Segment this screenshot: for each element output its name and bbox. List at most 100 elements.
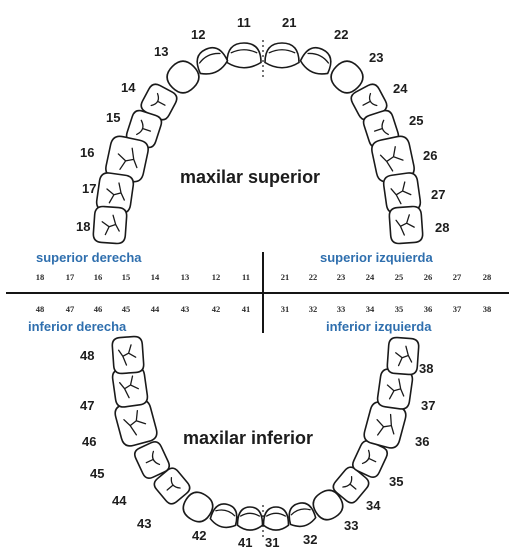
row-number-43: 43 (181, 304, 190, 314)
tooth-label-21: 21 (282, 15, 296, 30)
tooth-fissure-47 (119, 375, 139, 399)
tooth-fissure-46 (123, 410, 147, 436)
tooth-45 (134, 441, 170, 479)
tooth-fissure-25 (373, 119, 389, 136)
tooth-12 (196, 46, 229, 75)
tooth-24 (350, 83, 388, 121)
row-number-27: 27 (453, 272, 462, 282)
tooth-47 (111, 366, 149, 408)
tooth-fissure-48 (117, 344, 137, 366)
mandible-label: maxilar inferior (183, 428, 313, 448)
tooth-outline-11 (226, 42, 262, 69)
tooth-label-22: 22 (334, 27, 348, 42)
tooth-43 (182, 491, 214, 523)
tooth-label-46: 46 (82, 434, 96, 449)
row-number-35: 35 (395, 304, 404, 314)
tooth-edge-12 (198, 52, 221, 64)
tooth-label-35: 35 (389, 474, 403, 489)
row-number-24: 24 (366, 272, 375, 282)
tooth-41 (236, 506, 264, 531)
row-number-33: 33 (337, 304, 346, 314)
tooth-outline-43 (182, 491, 214, 523)
tooth-42 (209, 503, 238, 529)
row-number-17: 17 (66, 272, 75, 282)
tooth-label-48: 48 (80, 348, 94, 363)
tooth-fissure-15 (136, 119, 152, 136)
tooth-outline-18 (92, 205, 128, 245)
tooth-label-14: 14 (121, 80, 136, 95)
tooth-label-34: 34 (366, 498, 381, 513)
maxilla-label: maxilar superior (180, 167, 320, 187)
tooth-label-12: 12 (191, 27, 205, 42)
quadrant-label-lower-right: inferior derecha (28, 319, 127, 334)
tooth-label-17: 17 (82, 181, 96, 196)
row-number-42: 42 (212, 304, 221, 314)
row-number-11: 11 (242, 272, 250, 282)
row-number-46: 46 (94, 304, 103, 314)
tooth-33 (312, 489, 344, 521)
tooth-11 (226, 42, 262, 69)
row-number-26: 26 (424, 272, 433, 282)
tooth-label-47: 47 (80, 398, 94, 413)
tooth-fissure-16 (117, 147, 138, 170)
tooth-fissure-28 (395, 214, 415, 236)
tooth-fissure-26 (379, 146, 404, 172)
tooth-edge-41 (239, 512, 261, 517)
tooth-label-25: 25 (409, 113, 423, 128)
tooth-edge-21 (268, 49, 296, 54)
tooth-fissure-24 (362, 92, 378, 107)
tooth-label-27: 27 (431, 187, 445, 202)
row-number-12: 12 (212, 272, 221, 282)
tooth-outline-48 (111, 335, 145, 375)
tooth-label-15: 15 (106, 110, 120, 125)
tooth-18 (92, 205, 128, 245)
tooth-label-28: 28 (435, 220, 449, 235)
tooth-label-41: 41 (238, 535, 252, 549)
row-number-22: 22 (309, 272, 318, 282)
row-number-28: 28 (483, 272, 492, 282)
row-number-23: 23 (337, 272, 346, 282)
tooth-label-36: 36 (415, 434, 429, 449)
tooth-label-31: 31 (265, 535, 279, 549)
row-number-38: 38 (483, 304, 492, 314)
tooth-48 (111, 335, 145, 375)
tooth-edge-22 (307, 52, 330, 64)
tooth-label-38: 38 (419, 361, 433, 376)
row-number-18: 18 (36, 272, 45, 282)
tooth-fissure-38 (395, 345, 413, 367)
row-number-44: 44 (151, 304, 160, 314)
tooth-46 (114, 399, 158, 447)
tooth-edge-31 (265, 512, 287, 517)
tooth-fissure-37 (386, 378, 405, 400)
tooth-outline-31 (262, 506, 290, 531)
tooth-fissure-45 (145, 450, 161, 466)
tooth-label-18: 18 (76, 219, 90, 234)
tooth-outline-33 (312, 489, 344, 521)
tooth-14 (140, 83, 178, 121)
tooth-label-13: 13 (154, 44, 168, 59)
tooth-label-43: 43 (137, 516, 151, 531)
tooth-38 (386, 336, 420, 376)
tooth-23 (330, 60, 364, 94)
row-number-14: 14 (151, 272, 160, 282)
tooth-outline-23 (330, 60, 364, 94)
tooth-outline-28 (388, 205, 424, 245)
tooth-label-26: 26 (423, 148, 437, 163)
tooth-fissure-36 (376, 413, 395, 436)
row-number-47: 47 (66, 304, 75, 314)
row-number-45: 45 (122, 304, 131, 314)
tooth-13 (166, 60, 200, 94)
tooth-fissure-27 (390, 181, 412, 205)
row-number-34: 34 (366, 304, 375, 314)
tooth-outline-22 (299, 46, 332, 75)
tooth-37 (376, 368, 414, 410)
tooth-outline-21 (264, 42, 300, 69)
tooth-edge-32 (290, 508, 311, 516)
row-number-31: 31 (281, 304, 290, 314)
tooth-outline-37 (376, 368, 414, 410)
upper-arch (92, 40, 424, 245)
tooth-label-11: 11 (237, 15, 251, 30)
